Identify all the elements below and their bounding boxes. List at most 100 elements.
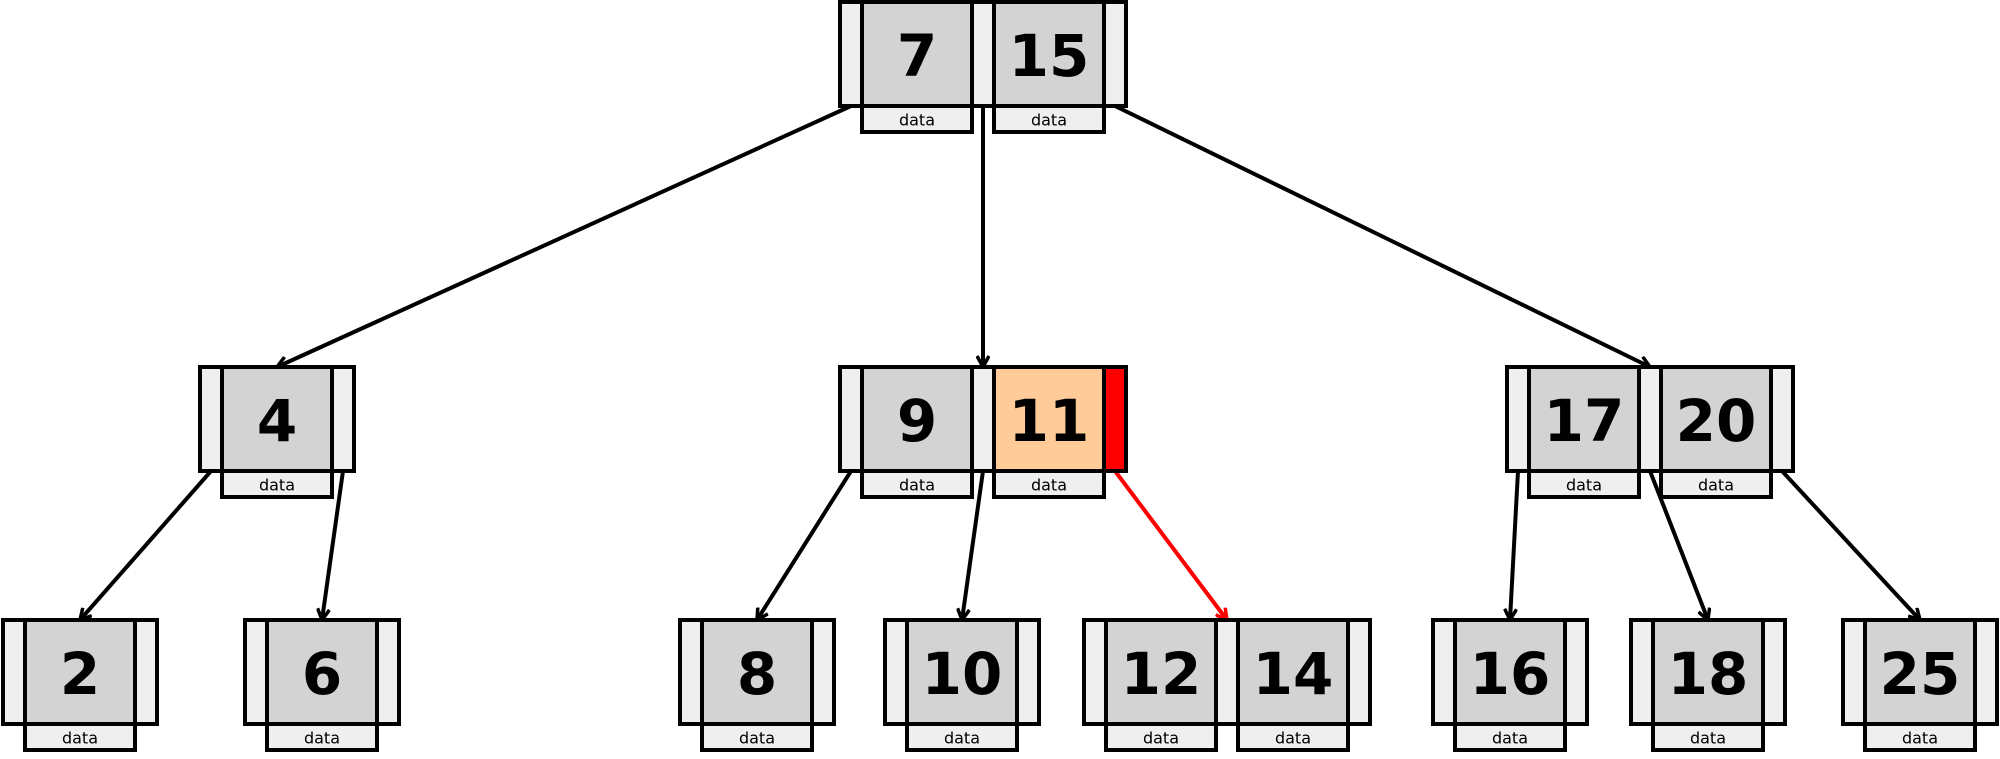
key-label: 20	[1676, 387, 1757, 455]
data-box	[700, 722, 814, 752]
key-label: 10	[922, 640, 1003, 708]
key-cell	[23, 618, 137, 726]
pointer-cell	[1015, 618, 1041, 726]
data-label: data	[1143, 729, 1179, 748]
edge-arrow	[962, 470, 985, 620]
key-label: 12	[1121, 640, 1202, 708]
edge-arrow	[1510, 470, 1520, 620]
key-label: 11	[1009, 387, 1090, 455]
pointer-cell	[1505, 365, 1531, 473]
node-leaf12_14: 12 data 14 data	[1082, 618, 1372, 752]
pointer-cell	[1973, 618, 1999, 726]
pointer-cell	[1082, 618, 1108, 726]
data-box	[1659, 469, 1773, 499]
pointer-cell	[330, 365, 356, 473]
pointer-cell	[970, 365, 996, 473]
node-leaf18: 18 data	[1629, 618, 1787, 752]
key-cell	[1236, 618, 1350, 726]
edge-arrow	[1114, 104, 1650, 367]
data-box	[992, 104, 1106, 134]
active-pointer-cell	[1102, 365, 1128, 473]
pointer-cell	[133, 618, 159, 726]
node-n4: 4 data	[198, 365, 356, 499]
data-box	[860, 104, 974, 134]
data-box	[905, 722, 1019, 752]
pointer-cell	[1629, 618, 1655, 726]
pointer-cell	[970, 0, 996, 108]
data-label: data	[1690, 729, 1726, 748]
edge-arrow	[277, 104, 852, 367]
data-label: data	[62, 729, 98, 748]
pointer-cell	[810, 618, 836, 726]
key-label: 8	[737, 640, 777, 708]
pointer-cell	[198, 365, 224, 473]
pointer-cell	[1431, 618, 1457, 726]
pointer-cell	[883, 618, 909, 726]
edge-arrow	[322, 470, 345, 620]
edge-arrow	[757, 469, 853, 620]
edge-arrow	[1780, 469, 1920, 620]
data-box	[1651, 722, 1765, 752]
data-box	[23, 722, 137, 752]
data-label: data	[259, 476, 295, 495]
key-label: 18	[1668, 640, 1749, 708]
data-label: data	[1492, 729, 1528, 748]
key-label: 14	[1253, 640, 1334, 708]
data-box	[265, 722, 379, 752]
data-label: data	[899, 476, 935, 495]
pointer-cell	[243, 618, 269, 726]
data-box	[1453, 722, 1567, 752]
key-label: 4	[257, 387, 297, 455]
key-cell	[700, 618, 814, 726]
data-label: data	[1031, 111, 1067, 130]
pointer-cell	[1841, 618, 1867, 726]
pointer-cell	[1102, 0, 1128, 108]
key-cell	[220, 365, 334, 473]
node-leaf8: 8 data	[678, 618, 836, 752]
key-label: 6	[302, 640, 342, 708]
pointer-cell	[1214, 618, 1240, 726]
data-label: data	[1031, 476, 1067, 495]
node-leaf2: 2 data	[1, 618, 159, 752]
data-box	[1863, 722, 1977, 752]
data-box	[1527, 469, 1641, 499]
key-cell	[1104, 618, 1218, 726]
edges-layer	[80, 104, 1920, 620]
key-cell	[992, 0, 1106, 108]
pointer-cell	[1761, 618, 1787, 726]
data-label: data	[899, 111, 935, 130]
highlighted-edge-arrow	[1113, 469, 1227, 620]
pointer-cell	[678, 618, 704, 726]
key-label: 16	[1470, 640, 1551, 708]
data-label: data	[739, 729, 775, 748]
key-label: 25	[1880, 640, 1961, 708]
key-label: 15	[1009, 22, 1090, 90]
pointer-cell	[838, 0, 864, 108]
data-label: data	[944, 729, 980, 748]
data-box	[860, 469, 974, 499]
data-label: data	[1275, 729, 1311, 748]
data-label: data	[1698, 476, 1734, 495]
data-box	[1236, 722, 1350, 752]
key-label: 2	[60, 640, 100, 708]
data-box	[1104, 722, 1218, 752]
key-label: 17	[1544, 387, 1625, 455]
pointer-cell	[838, 365, 864, 473]
pointer-cell	[1, 618, 27, 726]
key-label: 9	[897, 387, 937, 455]
edge-arrow	[80, 469, 213, 620]
data-label: data	[304, 729, 340, 748]
node-n9_11: 9 data 11 data	[838, 365, 1128, 499]
node-leaf6: 6 data	[243, 618, 401, 752]
pointer-cell	[1563, 618, 1589, 726]
pointer-cell	[1637, 365, 1663, 473]
data-label: data	[1566, 476, 1602, 495]
node-leaf10: 10 data	[883, 618, 1041, 752]
node-leaf16: 16 data	[1431, 618, 1589, 752]
data-box	[220, 469, 334, 499]
